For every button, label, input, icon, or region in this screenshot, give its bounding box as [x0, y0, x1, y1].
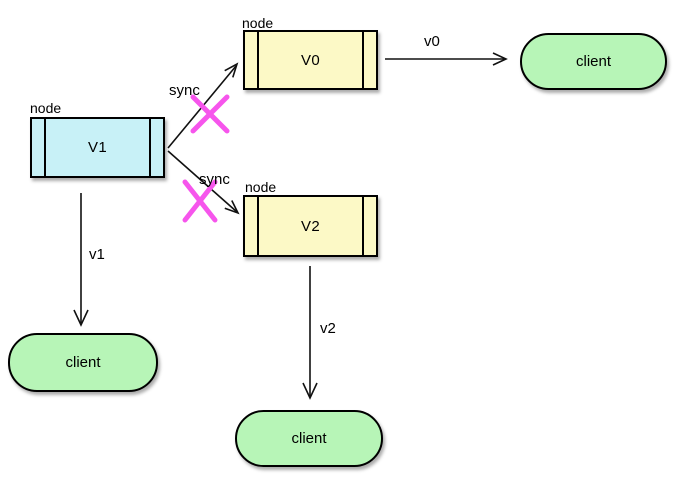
- edge-v0-to-client: [385, 52, 508, 66]
- node-compartment-line: [362, 32, 364, 88]
- edge-label-v0: v0: [424, 33, 440, 50]
- node-compartment-line: [362, 197, 364, 255]
- edge-label-sync-v2: sync: [199, 171, 230, 188]
- client-top-right: client: [520, 33, 667, 90]
- node-box-v1: V1: [30, 117, 165, 178]
- node-value-v0: V0: [301, 51, 320, 69]
- client-label: client: [65, 354, 101, 371]
- client-label: client: [575, 53, 612, 70]
- node-stereotype-v1: node: [30, 100, 62, 116]
- cross-mark-sync-v0: [190, 94, 230, 134]
- cross-mark-sync-v2: [182, 179, 218, 223]
- node-box-v0: V0: [243, 30, 378, 90]
- node-compartment-line: [149, 119, 151, 176]
- edge-label-v2: v2: [320, 320, 336, 337]
- node-compartment-line: [44, 119, 46, 176]
- node-compartment-line: [257, 32, 259, 88]
- edge-sync-v1-to-v2: [167, 150, 240, 215]
- node-stereotype-v0: node: [242, 15, 274, 31]
- client-bottom-middle: client: [235, 410, 383, 467]
- node-value-v1: V1: [88, 139, 107, 156]
- node-box-v2: V2: [243, 195, 378, 257]
- edge-label-sync-v0: sync: [169, 82, 200, 99]
- client-bottom-left: client: [8, 333, 158, 392]
- edge-v2-to-client: [302, 266, 318, 400]
- edge-label-v1: v1: [89, 246, 105, 263]
- node-compartment-line: [257, 197, 259, 255]
- client-label: client: [291, 430, 327, 447]
- node-value-v2: V2: [301, 217, 320, 235]
- node-stereotype-v2: node: [245, 179, 277, 195]
- edge-v1-to-client: [73, 193, 89, 327]
